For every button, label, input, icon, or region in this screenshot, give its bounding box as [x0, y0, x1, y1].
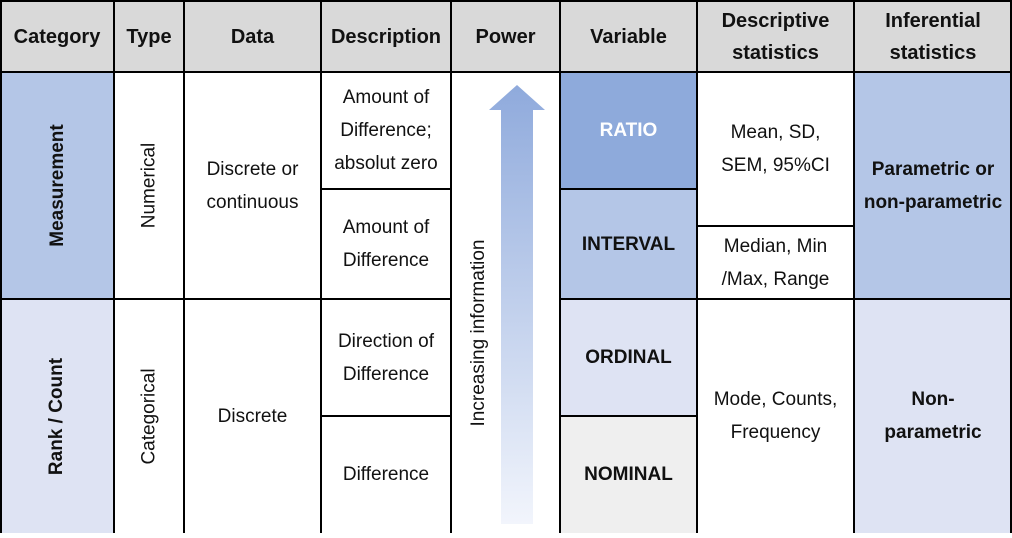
grid-line	[320, 0, 322, 533]
variable-ordinal: ORDINAL	[560, 299, 697, 416]
header-description: Description	[321, 2, 451, 72]
grid-line	[560, 188, 697, 190]
category-measurement: Measurement	[0, 72, 114, 299]
grid-line	[560, 415, 697, 417]
grid-line	[113, 0, 115, 533]
description-ordinal: Direction of Difference	[337, 330, 435, 385]
header-power: Power	[451, 2, 560, 72]
description-interval: Amount of Difference	[342, 217, 430, 271]
grid-line	[559, 0, 561, 533]
grid-line	[0, 0, 2, 533]
power-cell: Increasing information	[451, 72, 560, 533]
variable-nominal: NOMINAL	[560, 416, 697, 533]
description-ratio: Amount of Difference; absolut zero	[334, 87, 438, 174]
header-descriptive-statistics: Descriptive statistics	[697, 2, 854, 72]
category-rank-count: Rank / Count	[0, 299, 114, 533]
grid-line	[450, 0, 452, 533]
grid-line	[183, 0, 185, 533]
data-measurement: Discrete or continuous	[206, 158, 299, 213]
data-rank-count: Discrete	[217, 405, 288, 427]
grid-line	[321, 188, 451, 190]
variable-ratio: RATIO	[560, 72, 697, 189]
power-arrow-label: Increasing information	[468, 239, 489, 427]
type-categorical: Categorical	[114, 299, 184, 533]
category-measurement-label: Measurement	[46, 124, 68, 247]
increasing-information-arrow-icon	[489, 85, 545, 524]
descriptive-ratio: Mean, SD, SEM, 95%CI	[721, 122, 830, 176]
grid-line	[321, 415, 451, 417]
inferential-measurement: Parametric or non-parametric	[854, 72, 1012, 299]
grid-line	[1010, 0, 1012, 533]
descriptive-interval: Median, Min /Max, Range	[721, 235, 830, 290]
grid-line	[0, 298, 451, 300]
grid-line	[696, 0, 698, 533]
header-variable: Variable	[560, 2, 697, 72]
type-categorical-label: Categorical	[138, 367, 160, 465]
inferential-rank-count: Non-parametric	[854, 299, 1012, 533]
header-inferential-statistics: Inferential statistics	[854, 2, 1012, 72]
header-type: Type	[114, 2, 184, 72]
description-nominal: Difference	[342, 464, 430, 485]
grid-line	[697, 225, 854, 227]
header-data: Data	[184, 2, 321, 72]
grid-line	[560, 298, 1012, 300]
header-category: Category	[0, 2, 114, 72]
grid-line	[0, 71, 1012, 73]
grid-line	[853, 0, 855, 533]
type-numerical: Numerical	[114, 72, 184, 299]
variable-interval: INTERVAL	[560, 189, 697, 299]
category-rank-count-label: Rank / Count	[46, 357, 68, 475]
grid-line	[0, 0, 1012, 2]
descriptive-ordinal-nominal: Mode, Counts, Frequency	[713, 389, 838, 443]
type-numerical-label: Numerical	[138, 142, 160, 229]
